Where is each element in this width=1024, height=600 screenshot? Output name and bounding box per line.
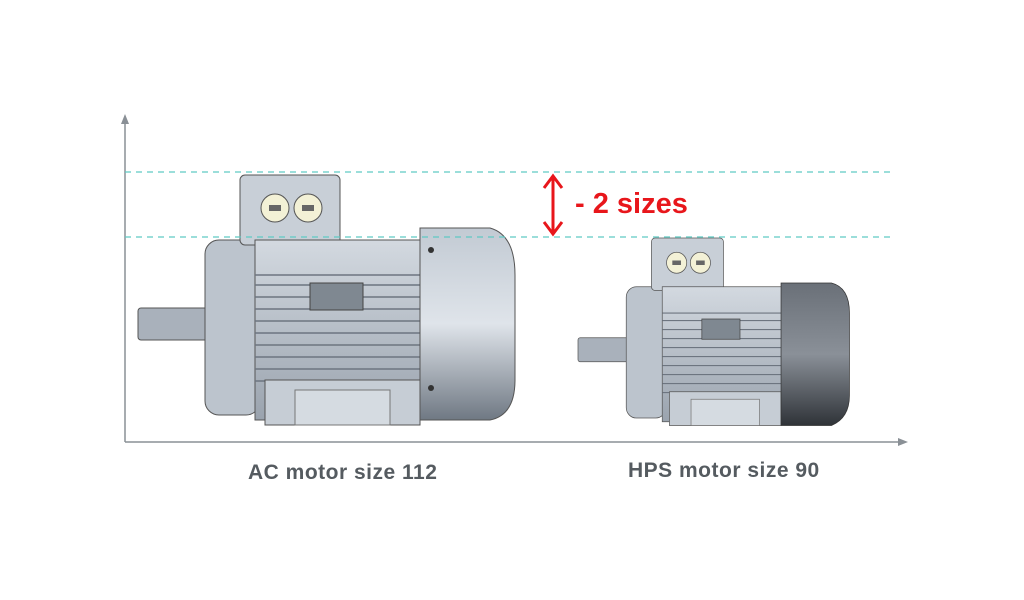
- hps-motor-label: HPS motor size 90: [628, 459, 820, 482]
- x-axis-arrowhead: [898, 438, 908, 446]
- size-reduction-callout: - 2 sizes: [575, 188, 688, 220]
- fan-cover: [419, 227, 516, 421]
- double-arrow-icon: [542, 173, 564, 237]
- ac-motor-label: AC motor size 112: [248, 461, 438, 484]
- fan-cover: [780, 282, 850, 426]
- ac-motor-112-illustration: [137, 174, 516, 426]
- hps-motor-90-illustration: [577, 237, 850, 427]
- y-axis-arrowhead: [121, 114, 129, 124]
